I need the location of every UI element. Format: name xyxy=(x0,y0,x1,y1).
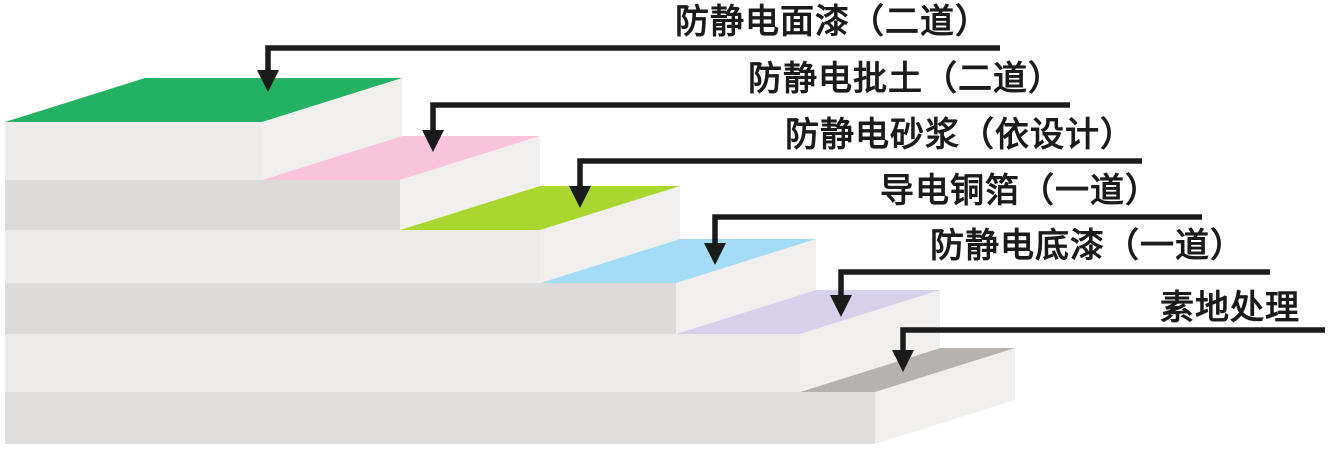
leader-arrow-anti-static-primer xyxy=(830,295,852,317)
layer-label-anti-static-mortar: 防静电砂浆（依设计） xyxy=(785,115,1135,155)
front-face-anti-static-putty xyxy=(5,180,400,230)
leader-line-conductive-copper-foil xyxy=(712,214,1202,249)
side-face-anti-static-primer xyxy=(800,290,940,392)
leader-arrow-conductive-copper-foil xyxy=(704,243,726,265)
top-face-anti-static-topcoat xyxy=(5,78,402,122)
front-face-substrate-treatment xyxy=(5,392,875,444)
leader-arrow-substrate-treatment xyxy=(892,350,914,372)
leader-arrow-anti-static-mortar xyxy=(569,186,591,208)
leader-line-anti-static-putty xyxy=(430,102,1070,136)
top-face-anti-static-mortar xyxy=(400,186,680,230)
layer-label-anti-static-primer: 防静电底漆（一道） xyxy=(930,226,1245,266)
layer-label-anti-static-putty: 防静电批土（二道） xyxy=(748,59,1063,99)
top-face-anti-static-putty xyxy=(262,136,540,180)
layer-label-substrate-treatment: 素地处理 xyxy=(1160,288,1300,328)
front-face-anti-static-primer xyxy=(5,334,800,392)
top-face-conductive-copper-foil xyxy=(540,239,816,283)
front-face-anti-static-topcoat xyxy=(5,122,262,180)
top-face-substrate-treatment xyxy=(800,348,1015,392)
side-face-anti-static-putty xyxy=(400,136,540,230)
leader-line-anti-static-topcoat xyxy=(265,45,1000,76)
top-face-anti-static-primer xyxy=(676,290,940,334)
side-face-anti-static-mortar xyxy=(540,186,680,283)
side-face-conductive-copper-foil xyxy=(676,239,816,334)
leader-arrow-anti-static-putty xyxy=(422,130,444,152)
leader-line-anti-static-primer xyxy=(838,269,1270,301)
layer-label-conductive-copper-foil: 导电铜箔（一道） xyxy=(880,171,1160,211)
front-face-conductive-copper-foil xyxy=(5,283,676,334)
side-face-anti-static-topcoat xyxy=(262,78,402,180)
front-face-anti-static-mortar xyxy=(5,230,540,283)
leader-arrow-anti-static-topcoat xyxy=(257,70,279,92)
leader-line-substrate-treatment xyxy=(900,327,1325,356)
layer-label-anti-static-topcoat: 防静电面漆（二道） xyxy=(675,2,990,42)
side-face-substrate-treatment xyxy=(875,348,1015,444)
leader-line-anti-static-mortar xyxy=(577,158,1142,192)
